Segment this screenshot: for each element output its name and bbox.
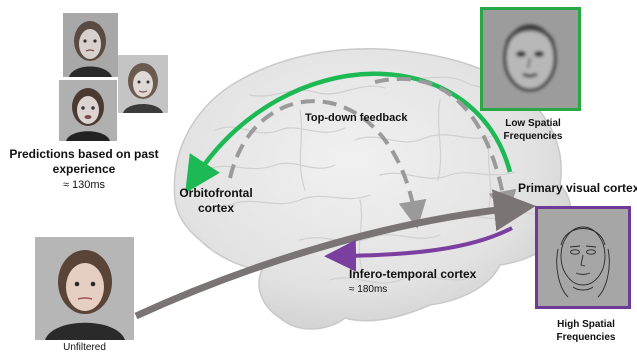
infero-temporal-time: ≈ 180ms: [349, 284, 387, 295]
prediction-face-3: [59, 80, 117, 141]
low-sf-label: Low Spatial Frequencies: [488, 117, 578, 143]
primary-visual-label: Primary visual cortex: [518, 181, 637, 195]
top-down-feedback-label: Top-down feedback: [305, 112, 407, 124]
prediction-face-2: [118, 55, 168, 113]
infero-temporal-label: Infero-temporal cortex: [349, 267, 476, 281]
unfiltered-label: Unfiltered: [35, 342, 134, 353]
low-sf-face: [480, 7, 581, 111]
prediction-face-1: [63, 13, 118, 77]
unfiltered-face: [35, 237, 134, 340]
orbitofrontal-label: Orbitofrontal cortex: [170, 186, 262, 216]
high-sf-face: [535, 206, 631, 309]
predictions-label: Predictions based on past experience: [4, 147, 164, 177]
high-sf-label: High Spatial Frequencies: [540, 318, 632, 344]
predictions-time: ≈ 130ms: [4, 179, 164, 191]
